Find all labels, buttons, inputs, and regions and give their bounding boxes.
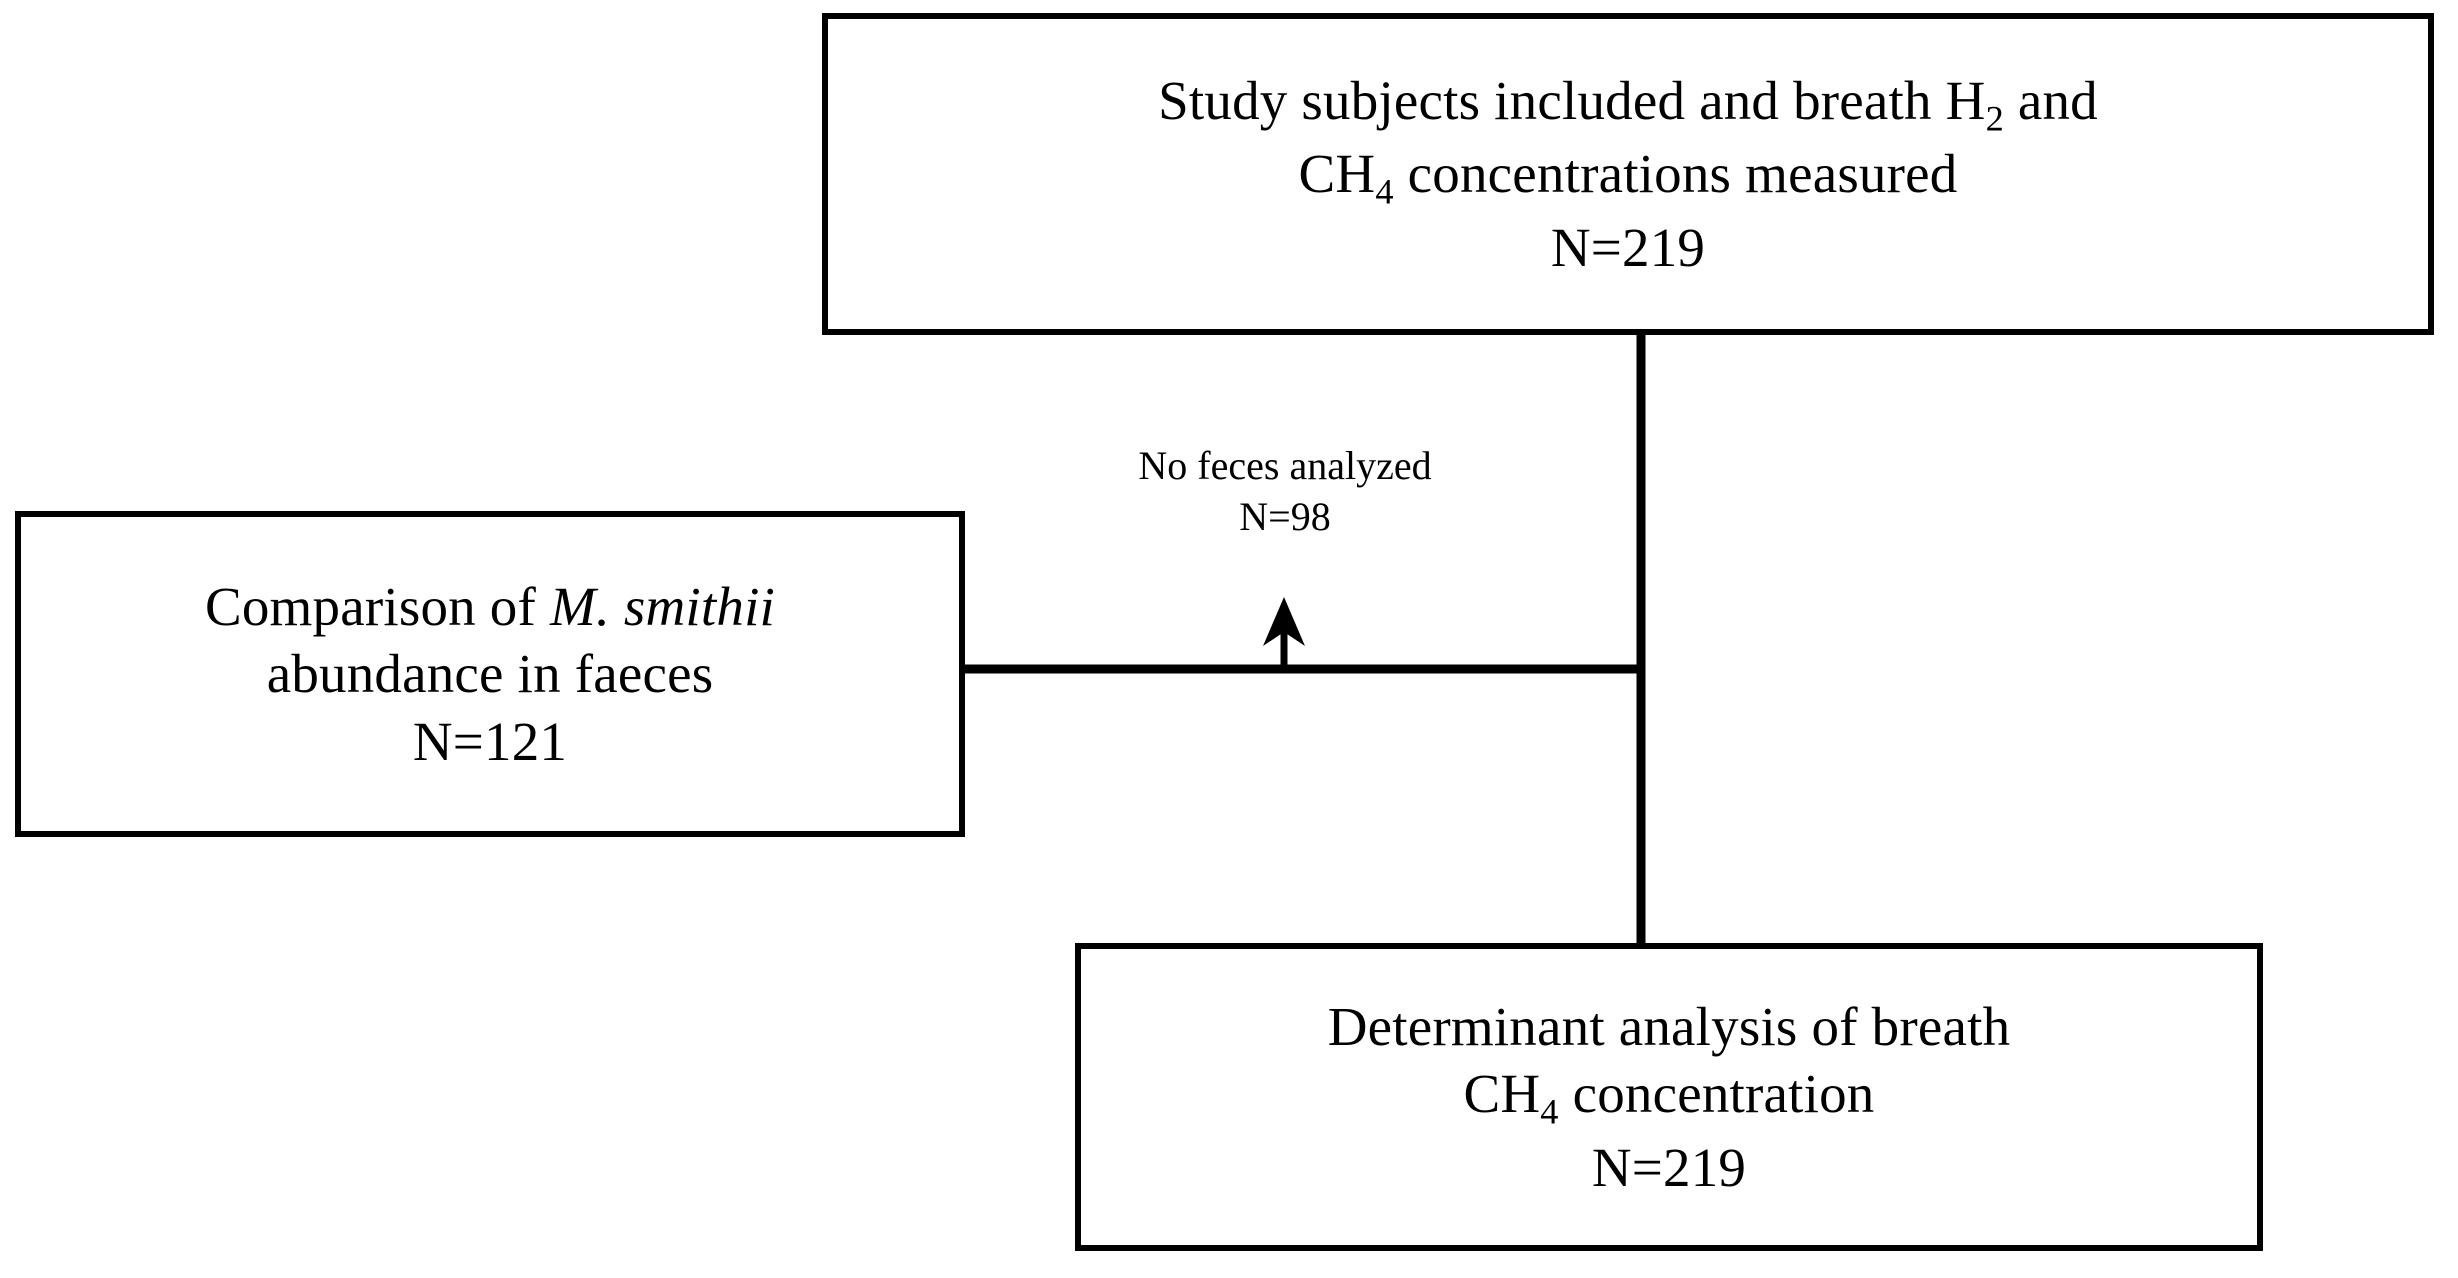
determinant-analysis-line-2: CH4 concentration (1463, 1063, 1875, 1132)
determinant-analysis-box: Determinant analysis of breath CH4 conce… (1075, 943, 2263, 1251)
species-name-italic: M. smithii (549, 576, 776, 638)
faeces-comparison-line-1: Comparison of M. smithii (204, 576, 776, 638)
faeces-comparison-line-2: abundance in faeces (266, 643, 714, 705)
no-feces-annotation-count: N=98 (1239, 494, 1331, 540)
determinant-analysis-box-text: Determinant analysis of breath CH4 conce… (1310, 993, 2029, 1201)
study-subjects-box-text: Study subjects included and breath H2 an… (1140, 67, 2116, 282)
study-subjects-box: Study subjects included and breath H2 an… (822, 13, 2434, 335)
faeces-comparison-count: N=121 (412, 710, 568, 772)
faeces-comparison-box-text: Comparison of M. smithii abundance in fa… (187, 573, 793, 774)
annotation-arrow-head (1263, 597, 1305, 646)
no-feces-annotation: No feces analyzed N=98 (1035, 440, 1535, 542)
faeces-comparison-box: Comparison of M. smithii abundance in fa… (15, 511, 965, 837)
study-subjects-line-1: Study subjects included and breath H2 an… (1158, 69, 2098, 139)
determinant-analysis-line-1: Determinant analysis of breath (1327, 995, 2011, 1057)
study-subjects-count: N=219 (1550, 217, 1706, 279)
ch4-subscript: 4 (1540, 1091, 1559, 1132)
ch4-subscript: 4 (1375, 172, 1394, 213)
determinant-analysis-count: N=219 (1591, 1136, 1747, 1198)
study-subjects-line-2: CH4 concentrations measured (1298, 143, 1958, 213)
no-feces-annotation-label: No feces analyzed (1138, 443, 1432, 488)
h2-subscript: 2 (1985, 98, 2004, 139)
